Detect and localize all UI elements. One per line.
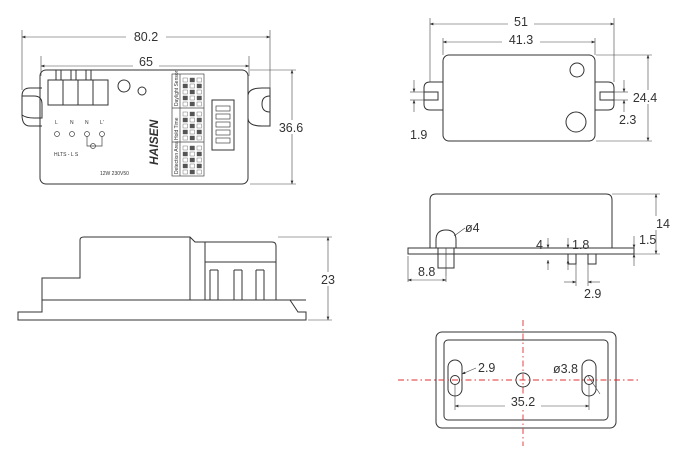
dip-switch-cell xyxy=(196,95,202,101)
dim-35-2: 35.2 xyxy=(511,395,535,409)
dip-switch-cell xyxy=(182,145,188,151)
top-right-body xyxy=(442,54,596,142)
dim-41-3: 41.3 xyxy=(509,33,533,47)
dip-switch-cell xyxy=(196,129,202,135)
dip-switch-cell xyxy=(182,101,188,107)
dip-switch-cell xyxy=(189,95,195,101)
terminal-label-1: L xyxy=(55,120,58,126)
dip-switch-cell xyxy=(196,169,202,175)
front-view-outline xyxy=(407,193,635,255)
dip-switch-cell xyxy=(189,135,195,141)
top-right-lens xyxy=(565,111,587,133)
dim-65: 65 xyxy=(139,55,153,69)
dip-switch-cell xyxy=(189,89,195,95)
dip-switch-cell xyxy=(182,163,188,169)
dip-switch-cell xyxy=(196,157,202,163)
dip-switch-cell xyxy=(189,163,195,169)
sensor-lens xyxy=(117,79,131,93)
small-print: 12W 230V50 xyxy=(100,171,129,177)
dip-switch-cell xyxy=(196,89,202,95)
dip-switch-cell xyxy=(189,169,195,175)
terminal-block-4 xyxy=(92,79,109,106)
dip-switch-cell xyxy=(196,135,202,141)
dim-2-3: 2.3 xyxy=(619,113,636,127)
dip-switch-cell xyxy=(189,111,195,117)
side-view: 23 xyxy=(17,236,340,321)
dip-switch-cell xyxy=(189,117,195,123)
dip-switch-cell xyxy=(182,111,188,117)
top-right-led xyxy=(569,62,585,78)
dip-switch-cell xyxy=(189,129,195,135)
dip-label-detection-area: Detection Area xyxy=(174,141,180,174)
dip-switch-cell xyxy=(196,151,202,157)
dip-switch-cell xyxy=(189,157,195,163)
side-connector xyxy=(211,99,235,151)
terminal-label-3: N xyxy=(85,120,89,126)
dip-switch-cell xyxy=(182,151,188,157)
top-view-body xyxy=(39,69,249,185)
bottom-view: 2.9 ø3.8 35.2 xyxy=(398,320,640,446)
dip-switch-cell xyxy=(196,83,202,89)
dim-phi4: ø4 xyxy=(465,221,480,235)
dip-switch-cell xyxy=(196,145,202,151)
dim-1-5: 1.5 xyxy=(639,233,656,247)
dim-8-8: 8.8 xyxy=(418,265,435,279)
dip-switch-cell xyxy=(182,95,188,101)
dip-switch-cell xyxy=(182,157,188,163)
dip-switch-cell xyxy=(196,111,202,117)
dip-switch-cell xyxy=(182,129,188,135)
top-view: L N N L' HLTS - L S 12W 230V50 HAISEN Da… xyxy=(21,28,306,185)
dip-switch-cell xyxy=(189,151,195,157)
dip-switch-cell xyxy=(189,145,195,151)
top-right-view: 51 41.3 24.4 1.9 2.3 xyxy=(410,14,662,142)
terminal-block-3 xyxy=(77,79,94,106)
dim-1-9: 1.9 xyxy=(410,128,427,142)
dip-switch-cell xyxy=(182,117,188,123)
top-view-flange xyxy=(21,95,43,119)
dip-switch-cell xyxy=(196,117,202,123)
dim-4: 4 xyxy=(536,238,543,252)
dim-2-9-front: 2.9 xyxy=(584,287,601,301)
dip-switch-cell xyxy=(182,135,188,141)
dip-switch-cell xyxy=(182,169,188,175)
brand-logo: HAISEN xyxy=(147,119,161,165)
dip-switch-cell xyxy=(196,77,202,83)
dip-switch-panel: Daylight Sensor Hold Time Detection Area xyxy=(171,70,205,177)
dip-switch-cell xyxy=(182,123,188,129)
side-view-outline xyxy=(17,236,307,321)
dip-switch-cell xyxy=(189,123,195,129)
terminal-block-1 xyxy=(47,79,64,106)
dim-phi3-8: ø3.8 xyxy=(553,362,578,376)
dim-23: 23 xyxy=(321,273,335,287)
front-view: 14 ø4 4 1.8 1.5 8.8 2.9 xyxy=(407,193,670,301)
dip-switch-cell xyxy=(182,89,188,95)
dip-switch-cell xyxy=(189,101,195,107)
dip-switch-cell xyxy=(196,123,202,129)
dim-36-6: 36.6 xyxy=(279,121,303,135)
dip-switch-cell xyxy=(196,163,202,169)
dim-2-9-bottom: 2.9 xyxy=(478,361,495,375)
led-indicator xyxy=(137,86,147,96)
model-label: HLTS - L S xyxy=(54,152,79,158)
dim-1-8: 1.8 xyxy=(572,238,589,252)
dip-switch-cell xyxy=(182,83,188,89)
dip-switch-cell xyxy=(189,77,195,83)
terminal-block-2 xyxy=(62,79,79,106)
top-view-flange-right xyxy=(247,87,271,127)
dip-switch-cell xyxy=(196,101,202,107)
front-view-lens xyxy=(435,229,457,248)
dip-label-hold-time: Hold Time xyxy=(174,117,180,140)
dim-24-4: 24.4 xyxy=(633,91,657,105)
dim-80-2: 80.2 xyxy=(134,30,158,44)
dip-switch-cell xyxy=(189,83,195,89)
dim-51: 51 xyxy=(514,15,528,29)
dip-switch-cell xyxy=(182,77,188,83)
terminal-label-2: N xyxy=(70,120,74,126)
dim-14: 14 xyxy=(656,217,670,231)
dip-label-daylight: Daylight Sensor xyxy=(174,70,180,106)
terminal-label-4: L' xyxy=(100,120,104,126)
